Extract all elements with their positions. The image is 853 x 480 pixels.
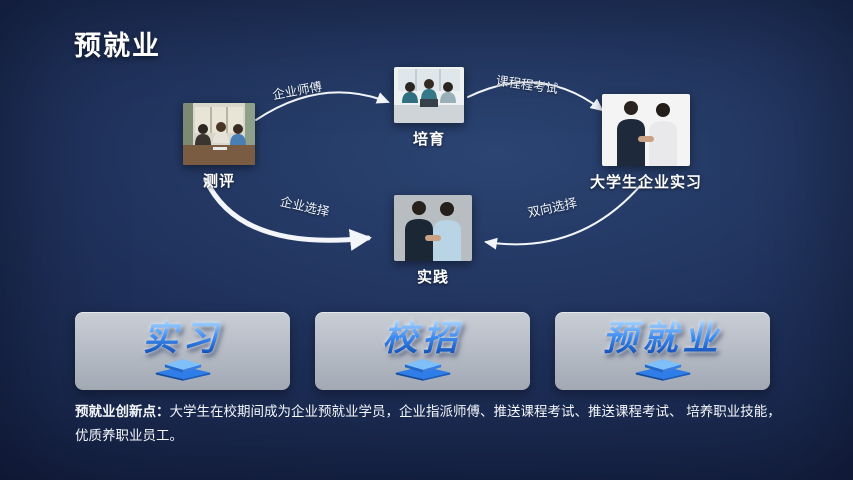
edge-label-enterprise-mentor: 企业师傅 <box>271 79 324 103</box>
node-assessment: 测评 <box>183 103 255 191</box>
training-desk-scene <box>394 67 464 123</box>
button-campus-recruitment[interactable]: 校招 <box>315 312 530 390</box>
assessment-photo <box>183 103 255 165</box>
button-internship-label: 实习 <box>142 319 223 358</box>
pedestal-icon <box>635 359 690 381</box>
edge-label-enterprise-selection: 企业选择 <box>278 194 331 220</box>
node-label-practice: 实践 <box>416 269 449 286</box>
node-label-internship: 大学生企业实习 <box>590 174 703 191</box>
button-pre-employment-label: 预就业 <box>602 319 723 358</box>
edge-label-mutual-selection: 双向选择 <box>526 195 579 221</box>
footer-note: 预就业创新点：大学生在校期间成为企业预就业学员，企业指派师傅、推送课程考试、推送… <box>75 400 787 447</box>
cultivation-photo <box>394 67 464 123</box>
footer-label: 预就业创新点： <box>75 404 170 419</box>
page-title: 预就业 <box>74 31 161 61</box>
node-practice: 实践 <box>394 195 472 287</box>
internship-photo <box>602 94 690 166</box>
edge-label-course-exam: 课程程考试 <box>495 73 559 97</box>
handshake-scene-gray <box>394 195 472 261</box>
button-pre-employment[interactable]: 预就业 <box>555 312 770 390</box>
footer-text: 大学生在校期间成为企业预就业学员，企业指派师傅、推送课程考试、推送课程考试、 培… <box>75 404 781 443</box>
node-cultivation: 培育 <box>394 67 464 149</box>
practice-photo <box>394 195 472 261</box>
pedestal-icon <box>155 359 210 381</box>
button-internship[interactable]: 实习 <box>75 312 290 390</box>
node-university-internship: 大学生企业实习 <box>590 94 701 192</box>
node-label-cultivation: 培育 <box>412 131 445 148</box>
office-meeting-scene <box>183 103 255 165</box>
pedestal-icon <box>395 359 450 381</box>
handshake-scene-light <box>602 94 690 166</box>
button-campus-recruitment-label: 校招 <box>382 319 463 358</box>
node-label-assessment: 测评 <box>202 173 235 190</box>
